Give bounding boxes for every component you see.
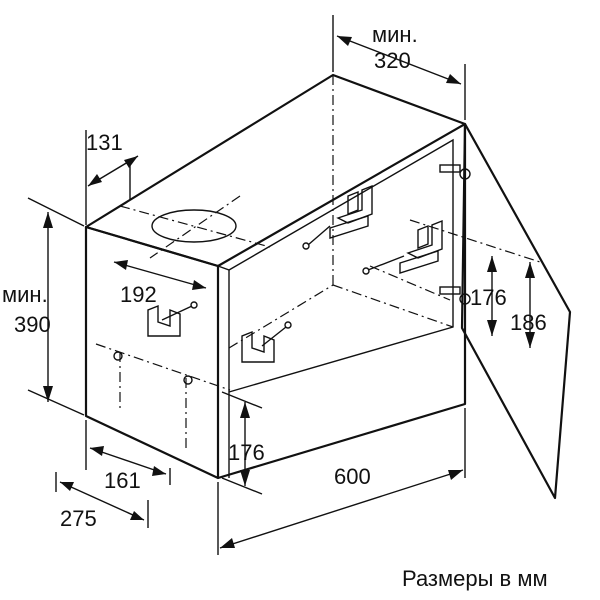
exhaust-duct-hole xyxy=(119,195,271,259)
dim-depth-total: 275 xyxy=(60,506,97,531)
dim-door-bracket-height: 186 xyxy=(510,310,547,335)
dimension-lines xyxy=(27,15,535,555)
cabinet-top-panel xyxy=(84,73,467,268)
dim-bracket-height-left: 176 xyxy=(228,440,265,465)
dim-height-min-value: 390 xyxy=(14,312,51,337)
fixing-screws xyxy=(113,225,405,385)
dim-bracket-height-right: 176 xyxy=(470,285,507,310)
dim-width-min-value: 320 xyxy=(374,48,411,73)
dim-height-min-label: мин. xyxy=(2,282,48,307)
mounting-bracket-front-left xyxy=(147,304,181,337)
dimension-labels: мин. 320 131 192 мин. 390 176 186 176 60… xyxy=(2,22,547,531)
cabinet-back-edge xyxy=(217,124,467,480)
cabinet-body xyxy=(84,73,467,480)
door-hinge-bottom xyxy=(439,286,471,305)
units-caption: Размеры в мм xyxy=(402,566,548,591)
mounting-brackets xyxy=(95,184,541,450)
cabinet-door xyxy=(439,122,572,500)
mounting-bracket-front-right xyxy=(241,330,275,363)
cabinet-left-side-panel xyxy=(84,225,220,480)
dim-hole-offset: 192 xyxy=(120,282,157,307)
dim-depth-inner: 161 xyxy=(104,468,141,493)
door-hinge-top xyxy=(439,164,471,180)
mounting-bracket-back-left xyxy=(329,184,373,239)
dim-top-offset: 131 xyxy=(86,130,123,155)
cabinet-inner-top-edge xyxy=(228,138,454,393)
mounting-bracket-back-right xyxy=(399,219,443,274)
dim-bottom-width: 600 xyxy=(334,464,371,489)
dim-width-min-label: мин. xyxy=(372,22,418,47)
